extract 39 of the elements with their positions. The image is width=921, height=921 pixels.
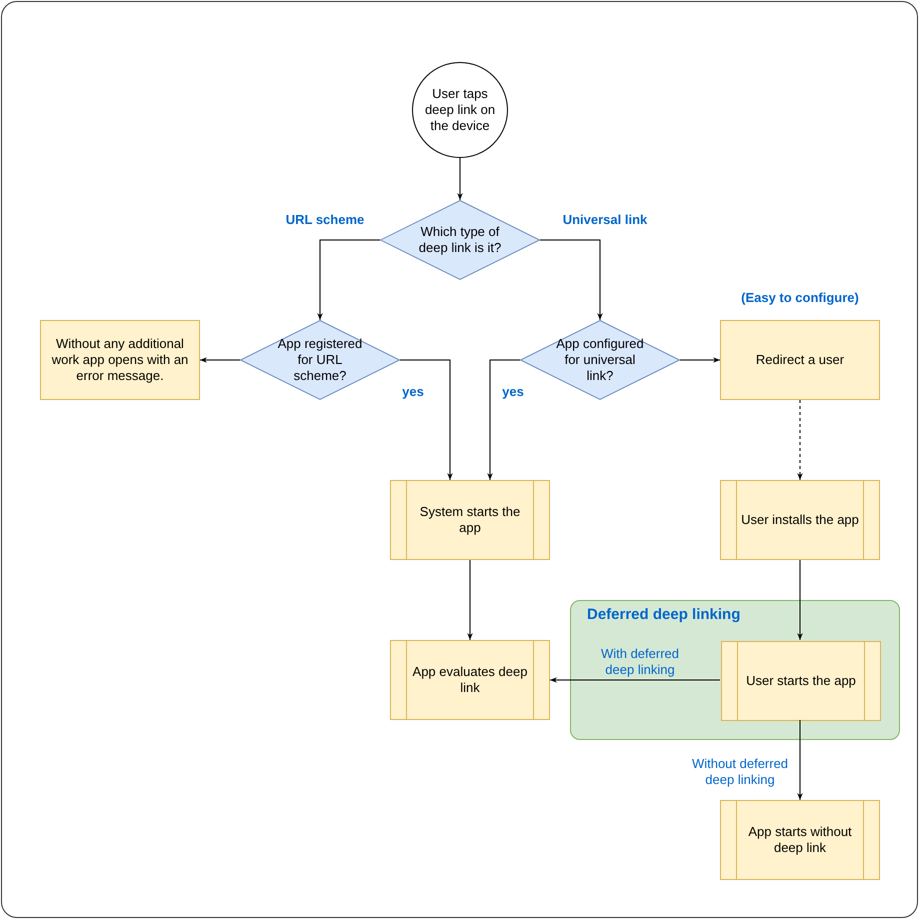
- arrow: [540, 240, 603, 320]
- note-box: [720, 320, 880, 400]
- node-text: App configured for universal link?: [556, 336, 644, 384]
- node-text: User installs the app: [741, 512, 859, 528]
- edge-label: Without deferred deep linking: [690, 756, 790, 788]
- arrow: [467, 560, 473, 640]
- arrow: [487, 360, 520, 480]
- arrow: [457, 158, 463, 200]
- arrow: [317, 240, 380, 320]
- node-text: App registered for URL scheme?: [276, 336, 364, 384]
- arrow: [550, 677, 720, 683]
- group-title: Deferred deep linking: [587, 607, 740, 623]
- node-text: Redirect a user: [756, 352, 844, 368]
- process-box: [390, 480, 550, 560]
- edge-label: URL scheme: [284, 212, 366, 228]
- process-box: [390, 640, 550, 720]
- note-box: [40, 320, 200, 400]
- node-text: App starts without deep link: [747, 824, 853, 856]
- arrow: [400, 360, 453, 480]
- arrow: [797, 560, 803, 640]
- node-text: System starts the app: [418, 504, 522, 536]
- process-box: [721, 641, 881, 721]
- arrow: [797, 400, 803, 480]
- edge-label: With deferred deep linking: [600, 646, 680, 678]
- node-text: Without any additional work app opens with an error message.: [50, 336, 190, 384]
- node-text: User starts the app: [746, 673, 856, 689]
- arrow: [797, 720, 803, 800]
- process-box: [720, 800, 880, 880]
- edge-label: Universal link: [562, 212, 648, 228]
- node-text: App evaluates deep link: [412, 664, 528, 696]
- process-box: [720, 480, 880, 560]
- group-panel: [570, 600, 900, 740]
- edge-label: yes: [401, 384, 425, 400]
- arrow: [680, 357, 720, 363]
- node-text: Which type of deep link is it?: [418, 224, 502, 256]
- node-text: User taps deep link on the device: [424, 86, 496, 134]
- edge-label: yes: [501, 384, 525, 400]
- node-caption: (Easy to configure): [740, 290, 860, 305]
- arrow: [200, 357, 240, 363]
